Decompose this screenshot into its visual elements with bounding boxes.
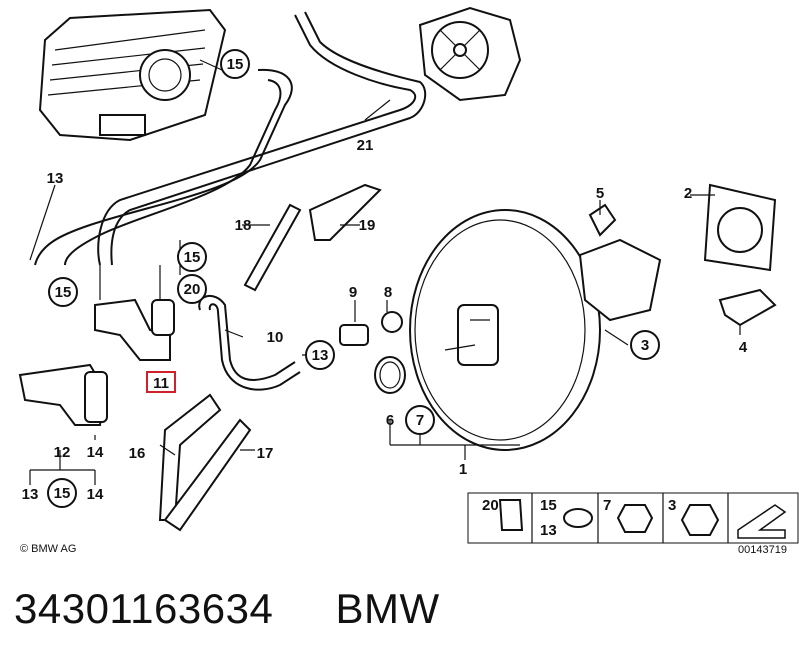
legend-nut xyxy=(616,504,654,533)
legend-label-7: 7 xyxy=(603,497,611,514)
label-1: 1 xyxy=(459,461,467,478)
label-10: 10 xyxy=(267,329,284,346)
brake-booster xyxy=(409,209,662,451)
caption: 34301163634 BMW xyxy=(14,585,490,633)
label-8: 8 xyxy=(384,284,392,301)
legend-clamp xyxy=(563,508,593,528)
label-2: 2 xyxy=(684,185,692,202)
bracket-19 xyxy=(308,183,382,241)
bracket-17 xyxy=(163,418,252,532)
callout-15-mid: 15 xyxy=(177,242,207,272)
callout-number: 15 xyxy=(227,56,244,73)
copyright: © BMW AG xyxy=(20,543,76,555)
label-17: 17 xyxy=(257,445,274,462)
arrow-icon xyxy=(737,504,787,539)
callout-number: 15 xyxy=(184,249,201,266)
part-number: 34301163634 xyxy=(14,585,274,632)
callout-number: 20 xyxy=(184,281,201,298)
brand-name: BMW xyxy=(335,585,440,632)
callout-7: 7 xyxy=(405,405,435,435)
connector-11 xyxy=(94,298,175,361)
hose-10-inner xyxy=(208,303,301,391)
label-16: 16 xyxy=(129,445,146,462)
vacuum-pump xyxy=(418,6,522,102)
label-9: 9 xyxy=(349,284,357,301)
label-14-bottom: 14 xyxy=(87,486,104,503)
legend-label-15: 15 xyxy=(540,497,557,514)
callout-number: 7 xyxy=(416,412,424,429)
callout-15-bottom: 15 xyxy=(47,478,77,508)
label-21: 21 xyxy=(357,137,374,154)
legend-code: 00143719 xyxy=(738,544,787,556)
label-13-top: 13 xyxy=(47,170,64,187)
intake-manifold xyxy=(38,8,227,142)
callout-number: 3 xyxy=(641,337,649,354)
callout-number: 15 xyxy=(54,485,71,502)
bracket-18 xyxy=(243,203,302,292)
gasket-2 xyxy=(703,183,777,272)
leader-lines xyxy=(29,59,741,485)
hose-15-upper xyxy=(34,68,293,266)
hose-21 xyxy=(97,14,417,266)
label-5: 5 xyxy=(596,185,604,202)
legend-label-20: 20 xyxy=(482,497,499,514)
legend-strip: 20 15 13 7 3 00143719 xyxy=(467,492,799,556)
label-14-mid: 14 xyxy=(87,444,104,461)
fitting-9 xyxy=(339,324,369,346)
label-6: 6 xyxy=(386,412,394,429)
label-13-bottom: 13 xyxy=(22,486,39,503)
callout-20: 20 xyxy=(177,274,207,304)
clip-5 xyxy=(588,203,617,237)
label-18: 18 xyxy=(235,217,252,234)
label-4: 4 xyxy=(739,339,748,356)
legend-label-3: 3 xyxy=(668,497,676,514)
bracket-4 xyxy=(718,288,777,327)
legend-flange-nut xyxy=(680,504,720,536)
legend-grommet xyxy=(498,499,524,531)
grommet-8 xyxy=(381,311,403,333)
label-12: 12 xyxy=(54,444,71,461)
hose-21-inner xyxy=(110,11,427,266)
hose-15-upper-inner xyxy=(64,79,282,266)
label-11-highlight: 11 xyxy=(146,371,176,393)
callout-15-left: 15 xyxy=(48,277,78,307)
label-19: 19 xyxy=(359,217,376,234)
callout-number: 13 xyxy=(312,347,329,364)
callout-number: 15 xyxy=(55,284,72,301)
callout-number: 11 xyxy=(153,375,169,392)
callout-13-mid: 13 xyxy=(305,340,335,370)
legend-label-13: 13 xyxy=(540,522,557,539)
connector-14 xyxy=(18,363,108,426)
callout-15-top: 15 xyxy=(220,49,250,79)
callout-3: 3 xyxy=(630,330,660,360)
bracket-16 xyxy=(158,393,222,521)
